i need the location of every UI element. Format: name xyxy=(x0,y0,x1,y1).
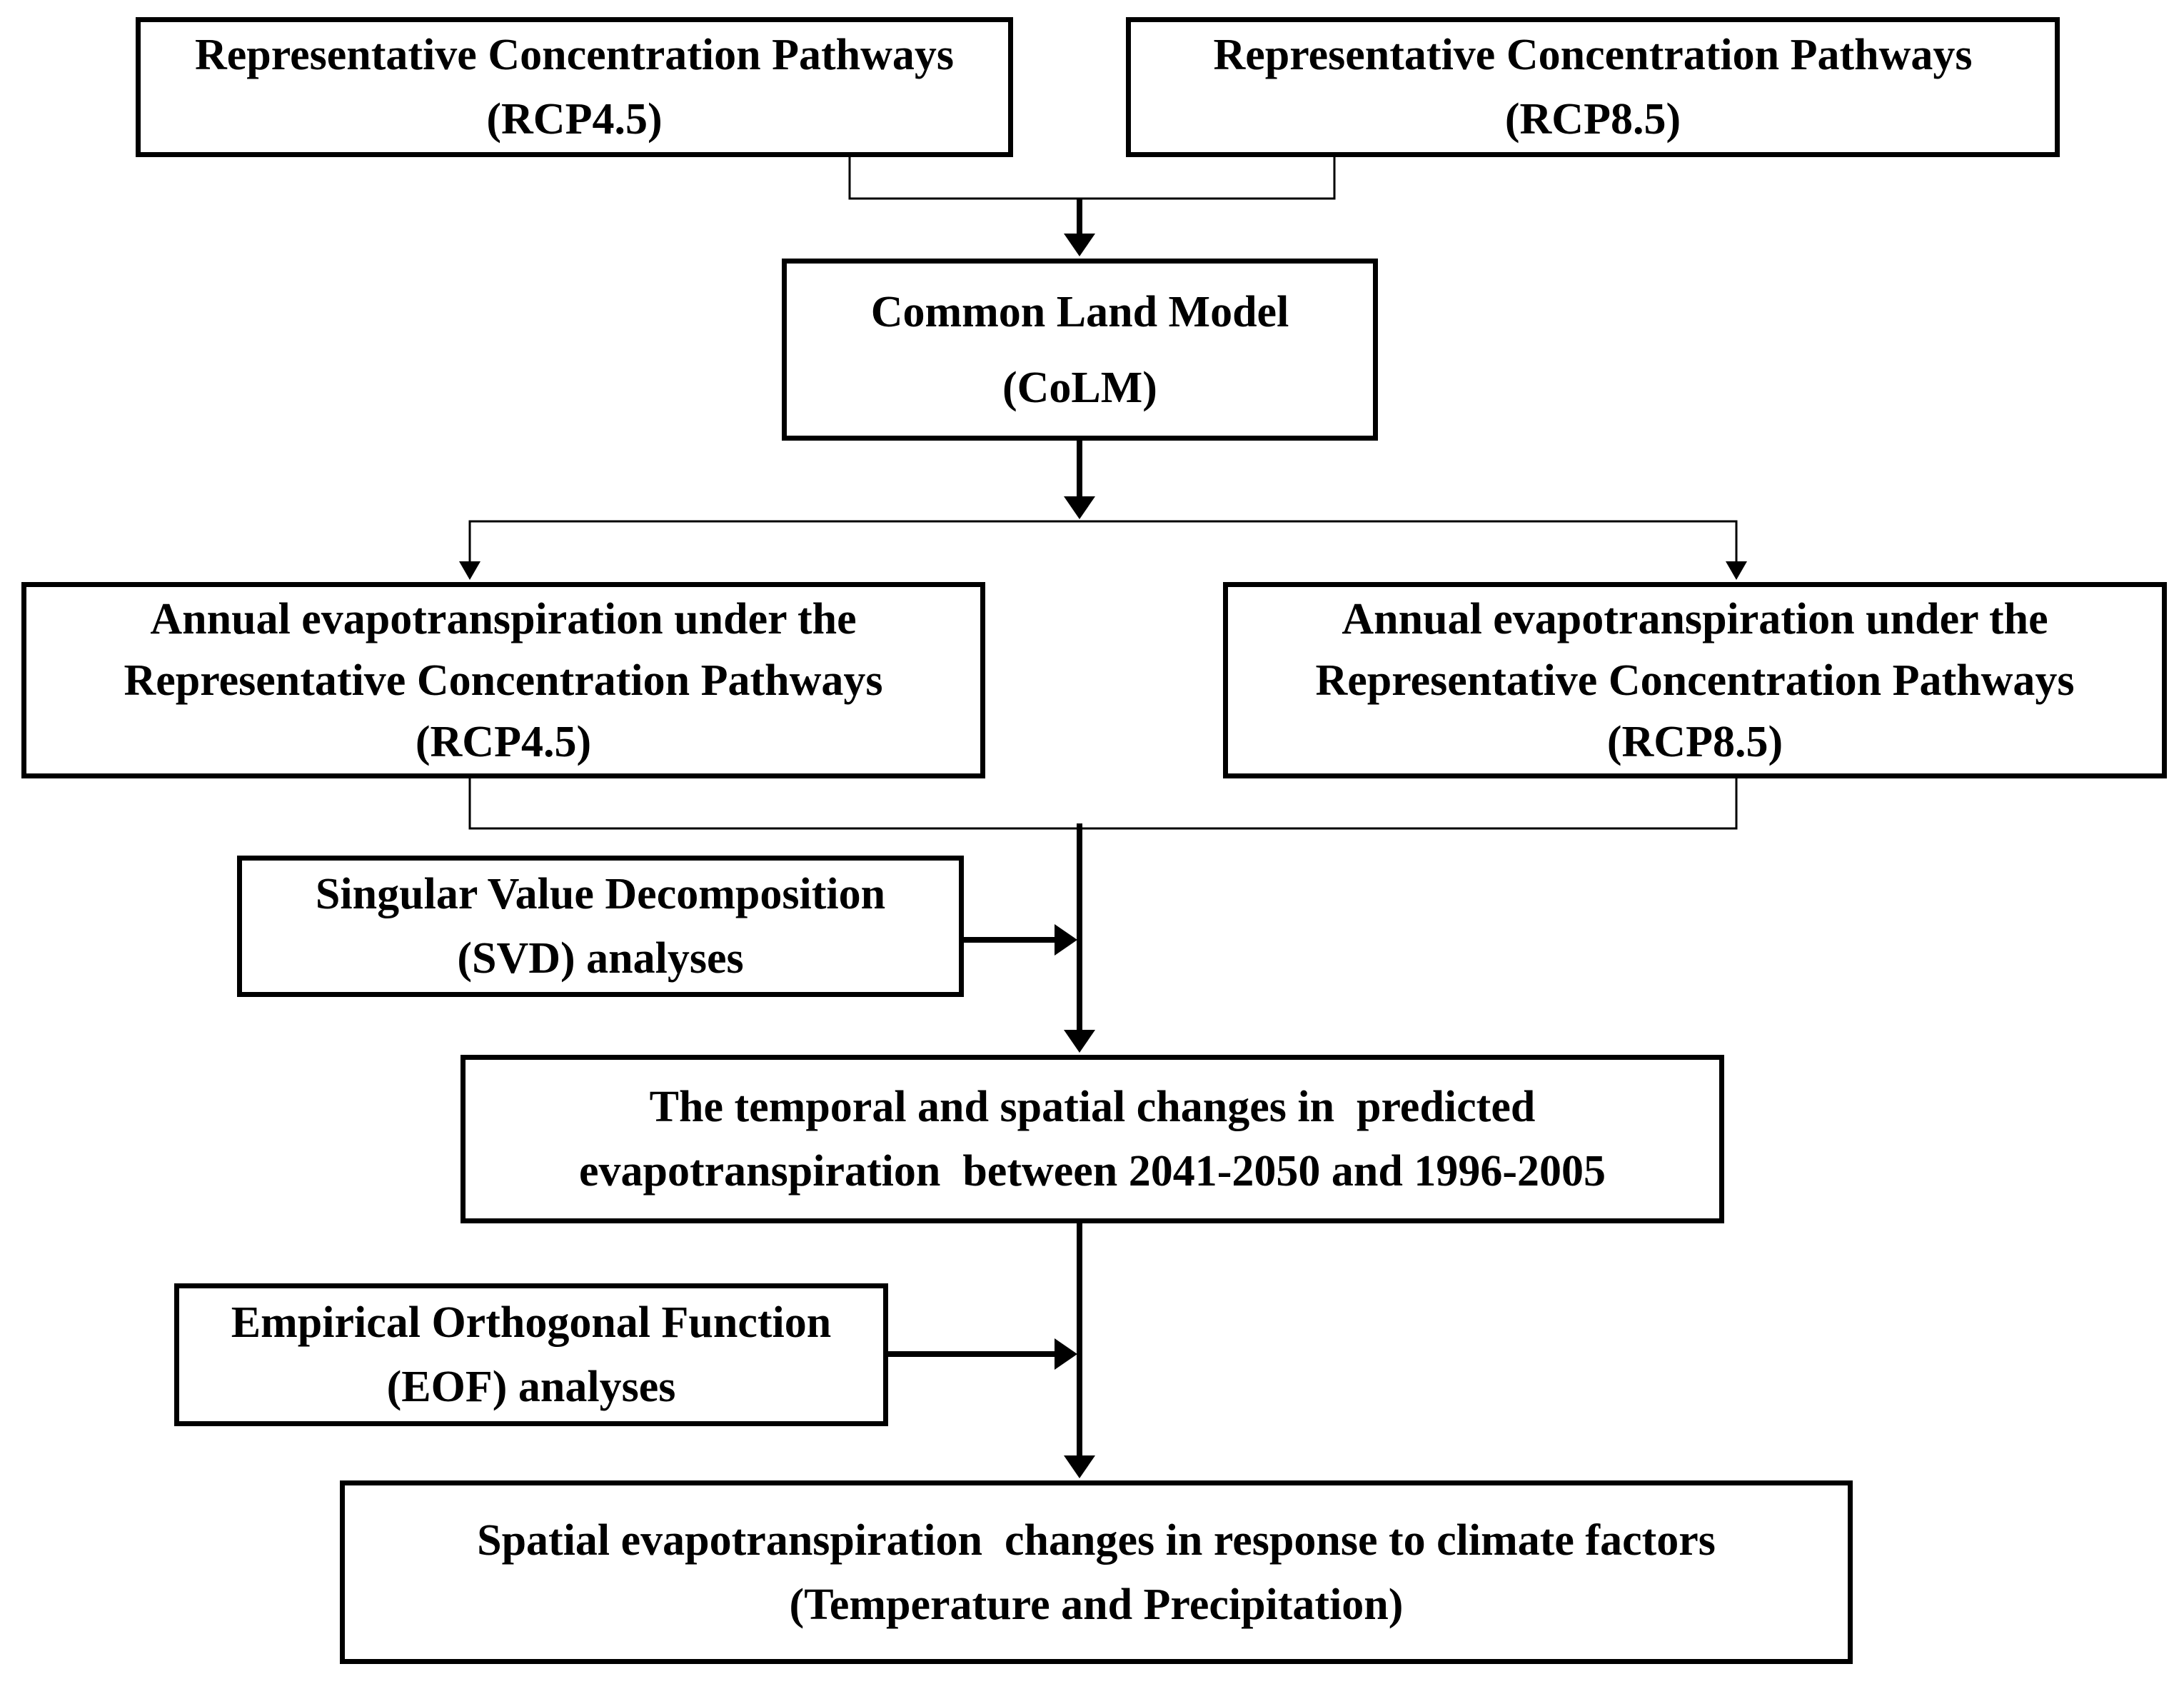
box-spatial-line1: Spatial evapotranspiration changes in re… xyxy=(477,1515,1716,1565)
box-temporal-line1: The temporal and spatial changes in pred… xyxy=(649,1083,1536,1131)
box-evap-rcp85-line3: (RCP8.5) xyxy=(1606,717,1783,766)
box-rcp85-line2: (RCP8.5) xyxy=(1504,95,1681,144)
box-evap-rcp45-line2: Representative Concentration Pathways xyxy=(124,656,883,705)
box-evap-rcp45: Annual evapotranspiration under the Repr… xyxy=(21,582,985,778)
box-rcp45: Representative Concentration Pathways (R… xyxy=(136,17,1013,157)
box-spatial-et-response: Spatial evapotranspiration changes in re… xyxy=(340,1480,1853,1664)
box-colm: Common Land Model (CoLM) xyxy=(782,259,1378,441)
box-spatial-line2: (Temperature and Precipitation) xyxy=(789,1580,1404,1629)
box-temporal-spatial-changes: The temporal and spatial changes in pred… xyxy=(461,1055,1724,1223)
box-svd-analyses: Singular Value Decomposition (SVD) analy… xyxy=(237,856,964,997)
box-svd-line2: (SVD) analyses xyxy=(457,934,744,983)
box-rcp85-line1: Representative Concentration Pathways xyxy=(1213,31,1973,79)
box-colm-line1: Common Land Model xyxy=(870,287,1289,336)
box-evap-rcp85-line1: Annual evapotranspiration under the xyxy=(1342,594,2048,643)
box-rcp85: Representative Concentration Pathways (R… xyxy=(1126,17,2060,157)
box-temporal-line2: evapotranspiration between 2041-2050 and… xyxy=(578,1147,1606,1196)
box-eof-line2: (EOF) analyses xyxy=(386,1363,676,1411)
box-svd-line1: Singular Value Decomposition xyxy=(315,870,886,918)
box-colm-line2: (CoLM) xyxy=(1002,363,1157,412)
box-evap-rcp85-line2: Representative Concentration Pathways xyxy=(1315,656,2075,705)
box-evap-rcp85: Annual evapotranspiration under the Repr… xyxy=(1223,582,2167,778)
box-evap-rcp45-line3: (RCP4.5) xyxy=(415,717,592,766)
box-eof-analyses: Empirical Orthogonal Function (EOF) anal… xyxy=(174,1283,888,1426)
box-rcp45-line1: Representative Concentration Pathways xyxy=(194,31,955,79)
box-eof-line1: Empirical Orthogonal Function xyxy=(231,1298,832,1347)
box-rcp45-line2: (RCP4.5) xyxy=(486,95,663,144)
box-evap-rcp45-line1: Annual evapotranspiration under the xyxy=(150,594,857,643)
